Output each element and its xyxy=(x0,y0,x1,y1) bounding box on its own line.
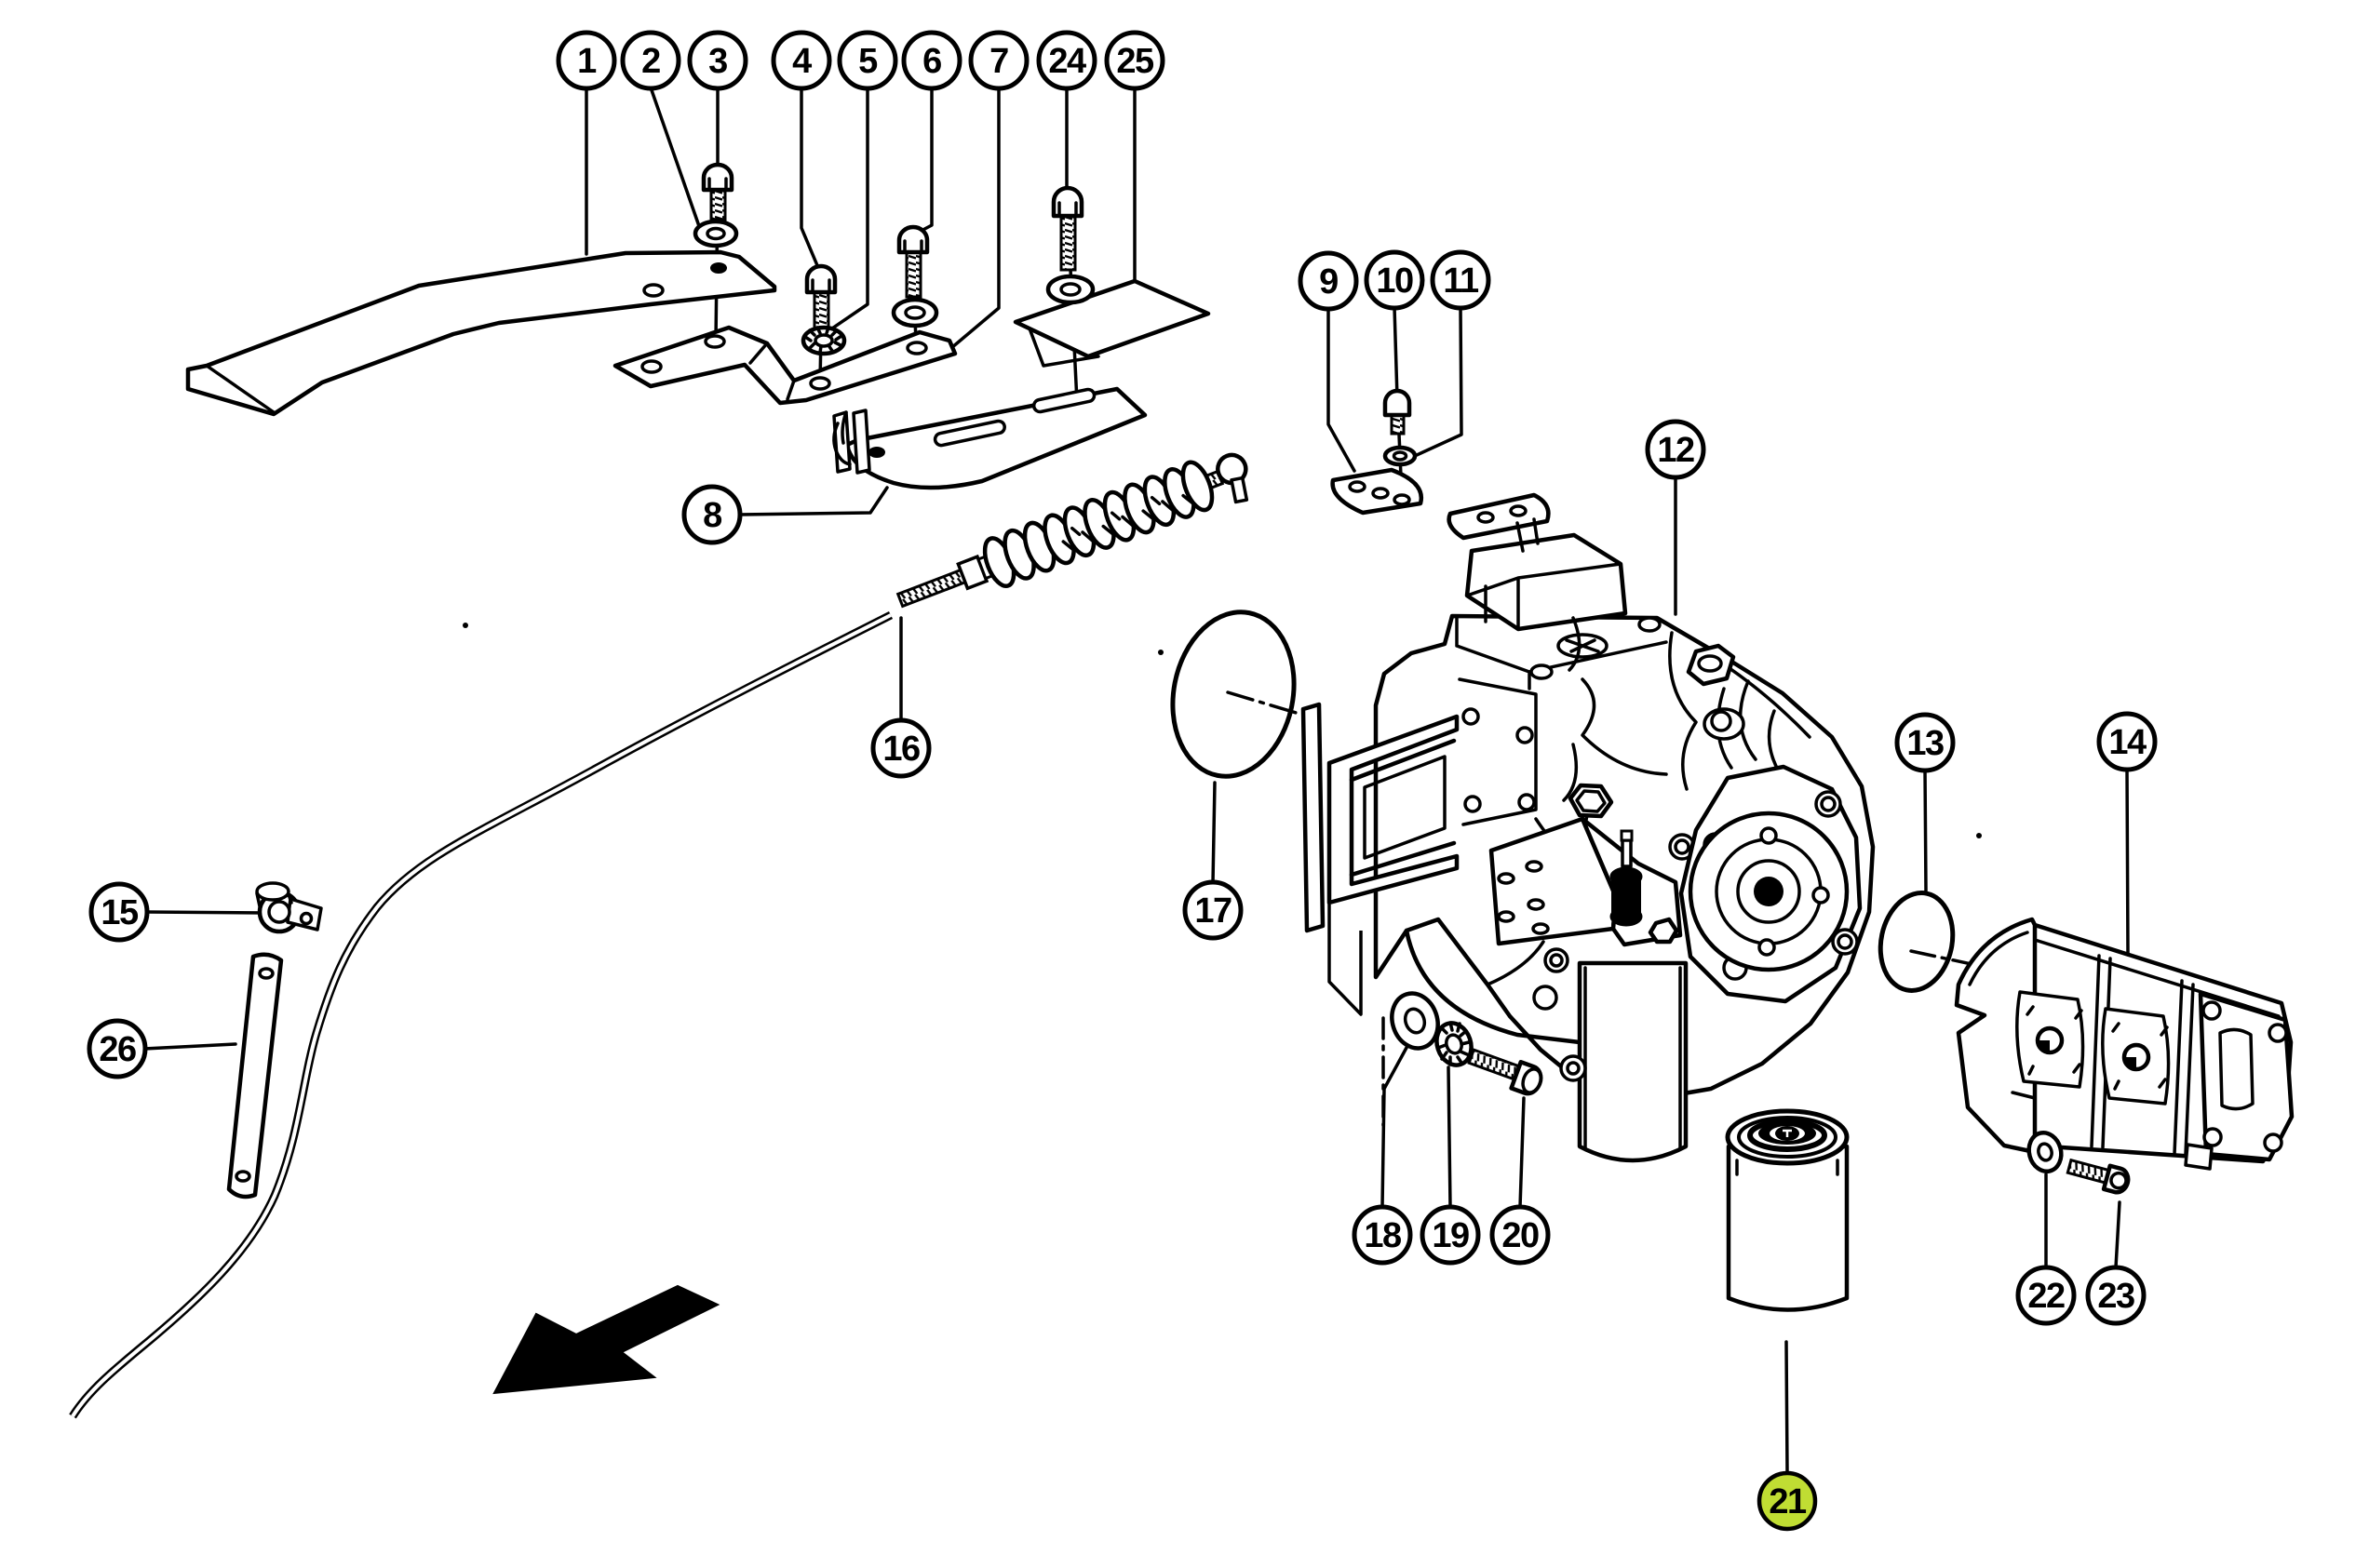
svg-text:15: 15 xyxy=(101,893,139,932)
svg-text:26: 26 xyxy=(99,1030,136,1069)
svg-text:13: 13 xyxy=(1906,724,1944,763)
svg-text:17: 17 xyxy=(1194,891,1232,931)
svg-text:9: 9 xyxy=(1319,262,1338,302)
svg-text:3: 3 xyxy=(708,42,727,81)
svg-text:2: 2 xyxy=(641,42,660,81)
svg-text:6: 6 xyxy=(922,42,941,81)
svg-text:16: 16 xyxy=(882,730,920,769)
svg-text:11: 11 xyxy=(1443,261,1479,301)
svg-text:10: 10 xyxy=(1376,261,1413,301)
svg-text:1: 1 xyxy=(577,42,597,81)
svg-text:25: 25 xyxy=(1116,42,1154,81)
svg-text:24: 24 xyxy=(1048,42,1086,81)
svg-text:19: 19 xyxy=(1432,1216,1469,1255)
svg-text:12: 12 xyxy=(1657,431,1694,470)
svg-text:14: 14 xyxy=(2108,723,2147,762)
svg-text:4: 4 xyxy=(792,42,812,81)
svg-text:21: 21 xyxy=(1769,1482,1807,1521)
svg-text:20: 20 xyxy=(1501,1216,1539,1255)
svg-text:22: 22 xyxy=(2027,1277,2065,1316)
svg-text:5: 5 xyxy=(858,42,878,81)
svg-text:18: 18 xyxy=(1364,1216,1401,1255)
svg-text:23: 23 xyxy=(2097,1277,2134,1316)
svg-text:8: 8 xyxy=(703,496,721,535)
svg-text:7: 7 xyxy=(989,42,1008,81)
